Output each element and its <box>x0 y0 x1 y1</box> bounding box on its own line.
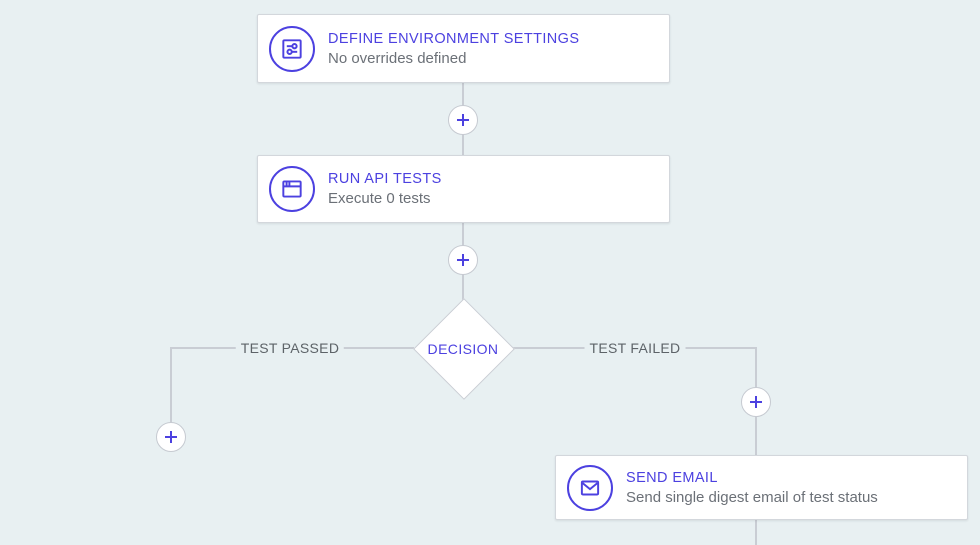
plus-icon <box>455 252 471 268</box>
plus-icon <box>748 394 764 410</box>
connector-line <box>755 520 757 545</box>
step-title: SEND EMAIL <box>626 469 718 486</box>
add-step-button[interactable] <box>156 422 186 452</box>
environment-sliders-icon <box>269 25 315 72</box>
step-subtitle: No overrides defined <box>328 49 467 67</box>
add-step-button[interactable] <box>741 387 771 417</box>
step-card-environment-settings[interactable]: DEFINE ENVIRONMENT SETTINGS No overrides… <box>257 14 670 83</box>
add-step-button[interactable] <box>448 245 478 275</box>
plus-icon <box>163 429 179 445</box>
connector-line <box>170 347 172 424</box>
step-title: RUN API TESTS <box>328 171 442 187</box>
step-card-send-email[interactable]: SEND EMAIL Send single digest email of t… <box>555 455 968 520</box>
step-title: DEFINE ENVIRONMENT SETTINGS <box>328 30 580 47</box>
envelope-icon <box>567 464 613 511</box>
plus-icon <box>455 112 471 128</box>
branch-label-test-failed: TEST FAILED <box>584 338 686 358</box>
step-subtitle: Send single digest email of test status <box>626 488 878 506</box>
browser-window-icon <box>269 166 315 212</box>
step-subtitle: Execute 0 tests <box>328 190 431 207</box>
branch-label-test-passed: TEST PASSED <box>235 338 345 358</box>
step-card-run-api-tests[interactable]: RUN API TESTS Execute 0 tests <box>257 155 670 223</box>
add-step-button[interactable] <box>448 105 478 135</box>
decision-node[interactable] <box>413 298 515 400</box>
